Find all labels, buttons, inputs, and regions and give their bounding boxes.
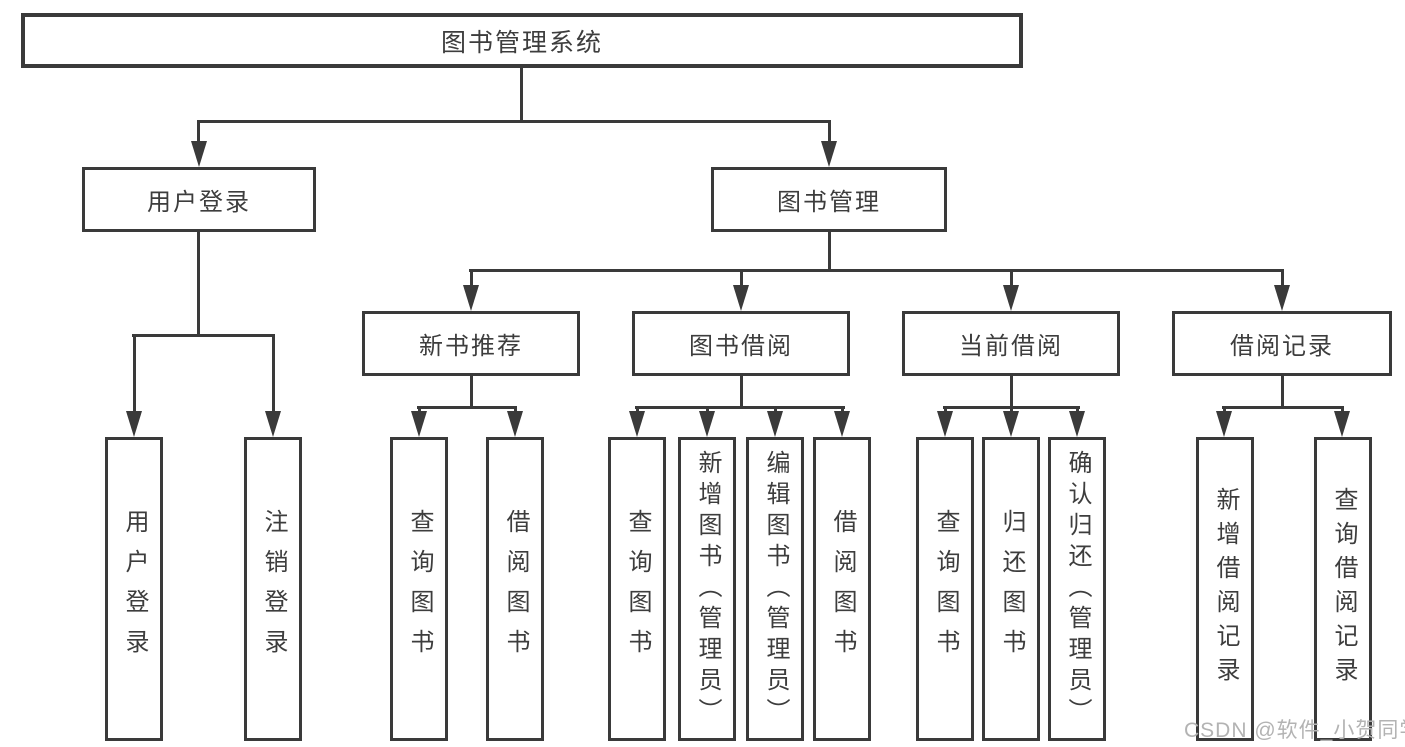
arrowhead-down bbox=[834, 411, 850, 437]
arrowhead-down bbox=[821, 141, 837, 167]
leaf-query-borrow-record: 查询借阅记录 bbox=[1314, 437, 1372, 741]
arrowhead-down bbox=[629, 411, 645, 437]
connector-g3-drop bbox=[1281, 376, 1284, 408]
leaf-query-books-3-label: 查询图书 bbox=[932, 509, 959, 669]
node-user-login-label: 用户登录 bbox=[147, 189, 251, 216]
leaf-query-books-2: 查询图书 bbox=[608, 437, 666, 741]
leaf-query-books-1: 查询图书 bbox=[390, 437, 448, 741]
connector-login-leaf2-shaft bbox=[272, 334, 275, 416]
leaf-add-books-admin: 新增图书（管理员） bbox=[678, 437, 736, 741]
connector-mgmt-shaft bbox=[828, 120, 831, 145]
connector-level3-bar bbox=[469, 269, 1283, 272]
arrowhead-down bbox=[1069, 411, 1085, 437]
arrowhead-down bbox=[767, 411, 783, 437]
leaf-logout: 注销登录 bbox=[244, 437, 302, 741]
arrowhead-down bbox=[1274, 285, 1290, 311]
arrowhead-down bbox=[733, 285, 749, 311]
connector-level2-bar bbox=[197, 120, 831, 123]
csdn-watermark: CSDN @软件_小贺同学 bbox=[1184, 719, 1405, 742]
node-book-management-label: 图书管理 bbox=[777, 189, 881, 216]
node-current-borrow: 当前借阅 bbox=[902, 311, 1120, 376]
connector-login-drop bbox=[197, 232, 200, 336]
arrowhead-down bbox=[463, 285, 479, 311]
connector-g3-shaft bbox=[1281, 269, 1284, 289]
node-book-borrow-label: 图书借阅 bbox=[689, 333, 793, 360]
leaf-query-books-2-label: 查询图书 bbox=[624, 509, 651, 669]
connector-g0-bar bbox=[417, 406, 517, 409]
leaf-return-books-label: 归还图书 bbox=[998, 509, 1025, 669]
leaf-query-books-3: 查询图书 bbox=[916, 437, 974, 741]
leaf-confirm-return-admin: 确认归还（管理员） bbox=[1048, 437, 1106, 741]
leaf-edit-books-admin: 编辑图书（管理员） bbox=[746, 437, 804, 741]
arrowhead-down bbox=[411, 411, 427, 437]
connector-g0-shaft bbox=[470, 269, 473, 289]
node-book-management: 图书管理 bbox=[711, 167, 947, 232]
connector-login-bar bbox=[132, 334, 275, 337]
connector-login-shaft bbox=[197, 120, 200, 145]
leaf-borrow-books-2-label: 借阅图书 bbox=[829, 509, 856, 669]
leaf-logout-label: 注销登录 bbox=[260, 509, 287, 669]
leaf-borrow-books-1: 借阅图书 bbox=[486, 437, 544, 741]
leaf-confirm-return-admin-label: 确认归还（管理员） bbox=[1064, 449, 1091, 729]
arrowhead-down bbox=[191, 141, 207, 167]
connector-g2-shaft bbox=[1010, 269, 1013, 289]
connector-g1-bar bbox=[635, 406, 845, 409]
connector-g0-drop bbox=[470, 376, 473, 408]
leaf-return-books: 归还图书 bbox=[982, 437, 1040, 741]
node-book-borrow: 图书借阅 bbox=[632, 311, 850, 376]
node-root-library-system: 图书管理系统 bbox=[21, 13, 1023, 68]
arrowhead-down bbox=[1216, 411, 1232, 437]
leaf-add-borrow-record: 新增借阅记录 bbox=[1196, 437, 1254, 741]
node-current-borrow-label: 当前借阅 bbox=[959, 333, 1063, 360]
arrowhead-down bbox=[1003, 411, 1019, 437]
leaf-query-books-1-label: 查询图书 bbox=[406, 509, 433, 669]
leaf-add-borrow-record-label: 新增借阅记录 bbox=[1212, 487, 1239, 691]
node-new-book-recommend-label: 新书推荐 bbox=[419, 333, 523, 360]
leaf-edit-books-admin-label: 编辑图书（管理员） bbox=[762, 449, 789, 729]
leaf-user-login: 用户登录 bbox=[105, 437, 163, 741]
node-borrow-records-label: 借阅记录 bbox=[1230, 333, 1334, 360]
leaf-borrow-books-2: 借阅图书 bbox=[813, 437, 871, 741]
arrowhead-down bbox=[126, 411, 142, 437]
connector-g1-shaft bbox=[740, 269, 743, 289]
connector-mgmt-drop bbox=[828, 232, 831, 272]
arrowhead-down bbox=[699, 411, 715, 437]
arrowhead-down bbox=[1334, 411, 1350, 437]
node-borrow-records: 借阅记录 bbox=[1172, 311, 1392, 376]
node-new-book-recommend: 新书推荐 bbox=[362, 311, 580, 376]
connector-login-leaf1-shaft bbox=[133, 334, 136, 416]
arrowhead-down bbox=[265, 411, 281, 437]
leaf-query-borrow-record-label: 查询借阅记录 bbox=[1330, 487, 1357, 691]
connector-g3-bar bbox=[1222, 406, 1344, 409]
leaf-borrow-books-1-label: 借阅图书 bbox=[502, 509, 529, 669]
node-root-label: 图书管理系统 bbox=[440, 28, 603, 57]
connector-g1-drop bbox=[740, 376, 743, 408]
connector-root-drop bbox=[520, 67, 523, 122]
leaf-add-books-admin-label: 新增图书（管理员） bbox=[694, 449, 721, 729]
connector-g2-drop bbox=[1010, 376, 1013, 408]
arrowhead-down bbox=[937, 411, 953, 437]
arrowhead-down bbox=[1003, 285, 1019, 311]
arrowhead-down bbox=[507, 411, 523, 437]
node-user-login: 用户登录 bbox=[82, 167, 316, 232]
leaf-user-login-label: 用户登录 bbox=[121, 509, 148, 669]
